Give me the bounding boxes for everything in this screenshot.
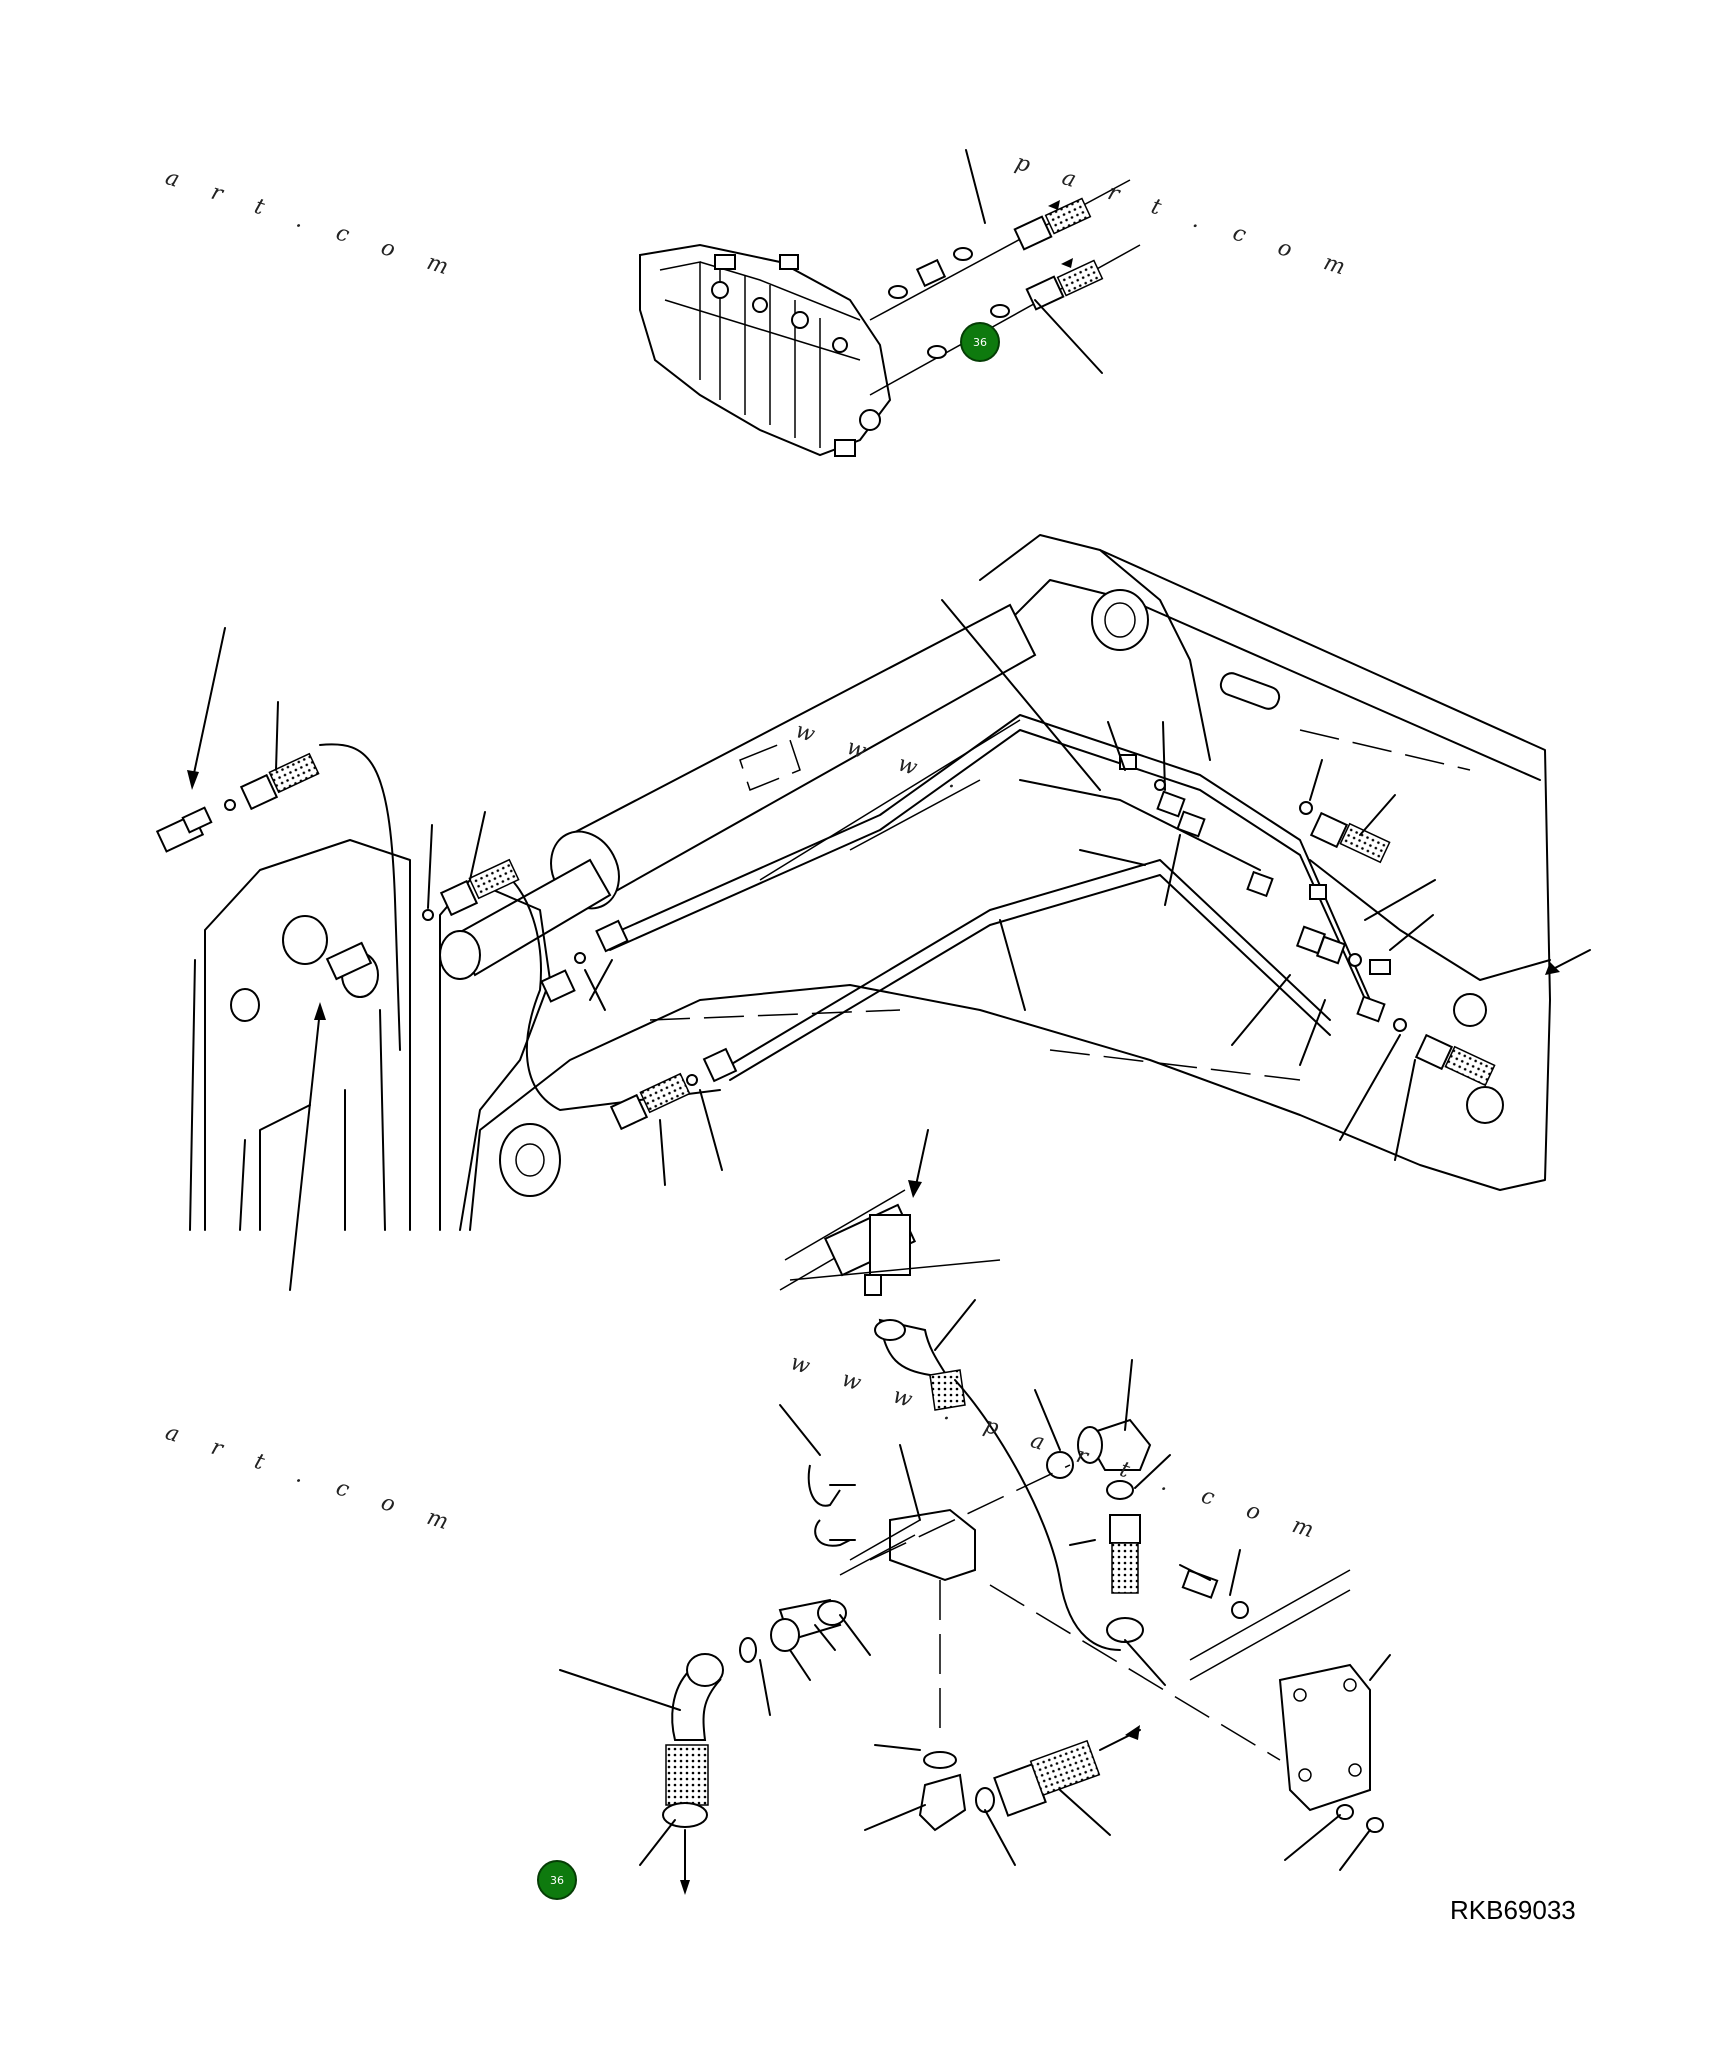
left-frame — [189, 839, 561, 1231]
control-valve-group — [639, 149, 1141, 457]
hydraulic-lines-middle — [319, 714, 1551, 1111]
part-callout-36[interactable]: 36 — [537, 1860, 577, 1900]
middle-fittings — [155, 752, 1496, 1131]
drawing-code: RKB69033 — [1450, 1895, 1576, 1925]
control-valve-block — [639, 243, 892, 457]
bottom-fittings-group — [662, 1189, 1384, 1895]
boom-assembly — [469, 534, 1551, 1231]
leader-lines — [187, 599, 1591, 1871]
part-callout-36[interactable]: 36 — [960, 322, 1000, 362]
boom-cylinder — [439, 603, 1037, 980]
valve-fittings — [869, 149, 1141, 396]
